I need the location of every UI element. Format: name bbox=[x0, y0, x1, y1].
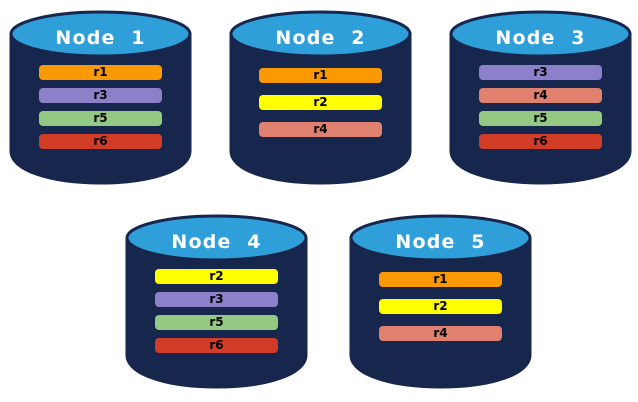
replica-list: r1 r2 r4 bbox=[379, 272, 502, 353]
cylinder-top-cap bbox=[9, 10, 192, 58]
replica-bar[interactable]: r5 bbox=[155, 315, 278, 330]
replica-list: r1 r3 r5 r6 bbox=[39, 65, 162, 149]
replica-list: r2 r3 r5 r6 bbox=[155, 269, 278, 353]
replica-bar[interactable]: r1 bbox=[379, 272, 502, 287]
replica-bar[interactable]: r6 bbox=[155, 338, 278, 353]
cylinder-top-cap bbox=[229, 10, 412, 58]
replica-bar[interactable]: r5 bbox=[479, 111, 602, 126]
node-label: Node 2 bbox=[275, 27, 366, 49]
replica-bar[interactable]: r4 bbox=[479, 88, 602, 103]
replica-bar[interactable]: r5 bbox=[39, 111, 162, 126]
replica-bar[interactable]: r3 bbox=[39, 88, 162, 103]
database-node-cylinder[interactable]: Node 5 r1 r2 r4 bbox=[348, 212, 533, 392]
database-node-cylinder[interactable]: Node 1 r1 r3 r5 r6 bbox=[8, 8, 193, 188]
replica-bar[interactable]: r3 bbox=[479, 65, 602, 80]
database-node-cylinder[interactable]: Node 4 r2 r3 r5 r6 bbox=[124, 212, 309, 392]
replica-bar[interactable]: r1 bbox=[39, 65, 162, 80]
replica-bar[interactable]: r6 bbox=[479, 134, 602, 149]
replica-bar[interactable]: r2 bbox=[155, 269, 278, 284]
replica-bar[interactable]: r2 bbox=[379, 299, 502, 314]
cylinder-top-cap bbox=[449, 10, 632, 58]
cylinder-top-cap bbox=[349, 214, 532, 262]
node-label: Node 5 bbox=[395, 231, 486, 253]
replica-bar[interactable]: r6 bbox=[39, 134, 162, 149]
node-label: Node 1 bbox=[55, 27, 146, 49]
replica-bar[interactable]: r2 bbox=[259, 95, 382, 110]
cylinder-top-cap bbox=[125, 214, 308, 262]
replica-bar[interactable]: r4 bbox=[259, 122, 382, 137]
database-node-cylinder[interactable]: Node 3 r3 r4 r5 r6 bbox=[448, 8, 633, 188]
replica-list: r3 r4 r5 r6 bbox=[479, 65, 602, 149]
node-label: Node 4 bbox=[171, 231, 262, 253]
replica-bar[interactable]: r4 bbox=[379, 326, 502, 341]
replica-bar[interactable]: r1 bbox=[259, 68, 382, 83]
database-node-cylinder[interactable]: Node 2 r1 r2 r4 bbox=[228, 8, 413, 188]
replica-bar[interactable]: r3 bbox=[155, 292, 278, 307]
node-label: Node 3 bbox=[495, 27, 586, 49]
replica-list: r1 r2 r4 bbox=[259, 68, 382, 149]
